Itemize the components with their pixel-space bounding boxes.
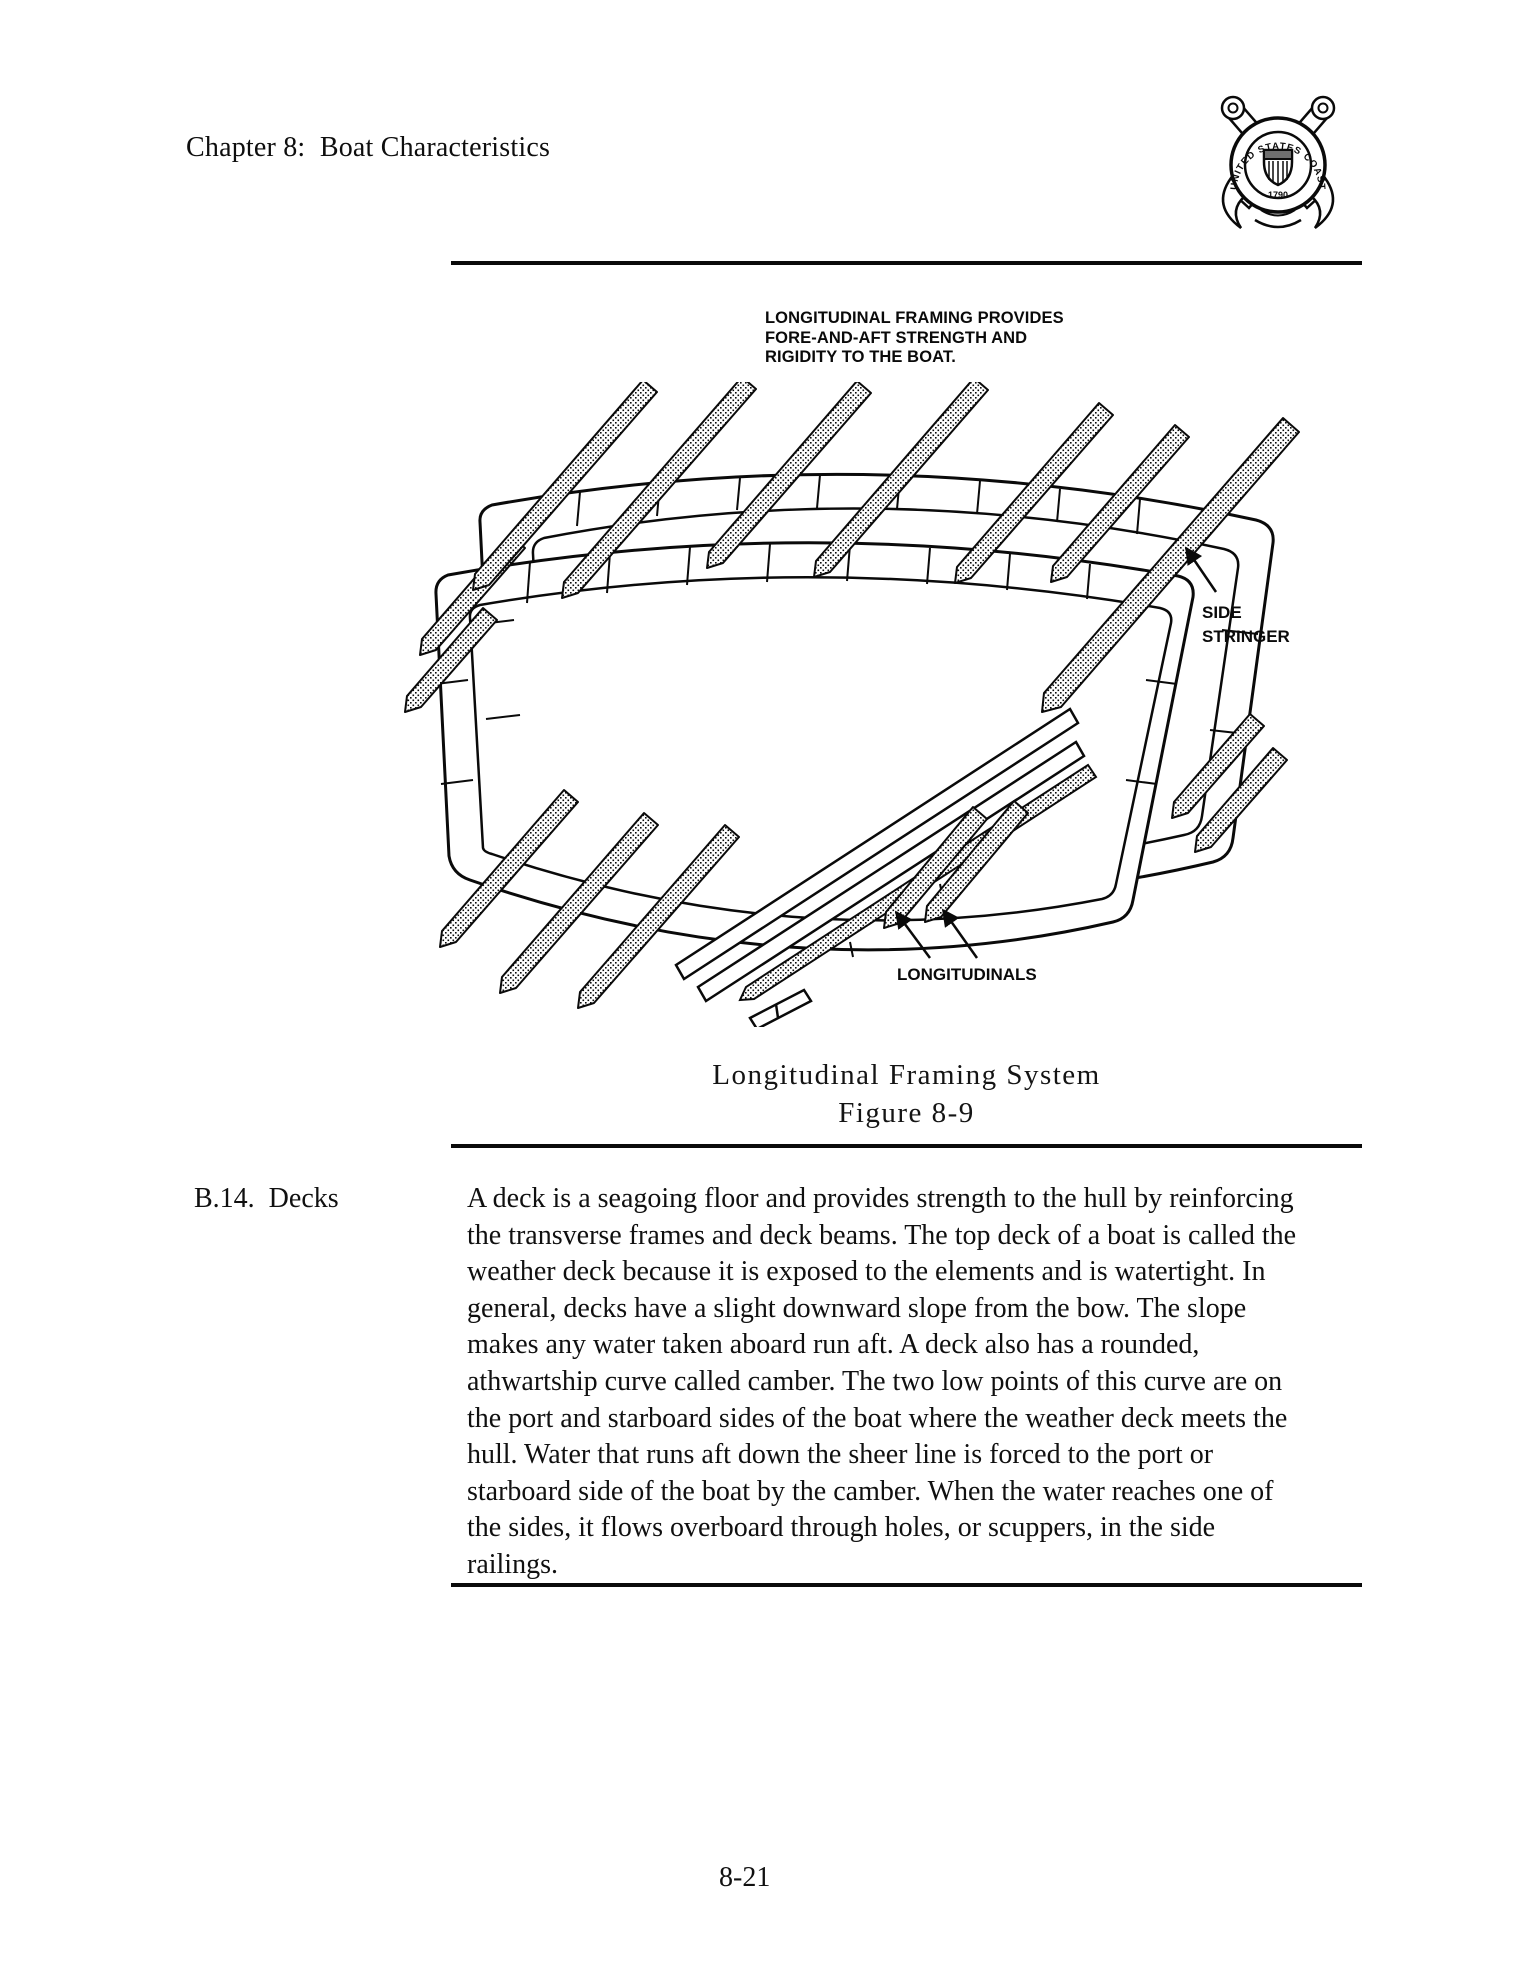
page-number: 8-21: [719, 1862, 771, 1893]
body-line: A deck is a seagoing floor and provides …: [467, 1183, 1294, 1214]
seal-year: 1790: [1268, 190, 1288, 200]
uscg-seal-logo: UNITED STATES COAST GUARD 1790: [1203, 80, 1336, 230]
body-line: athwartship curve called camber. The two…: [467, 1365, 1283, 1397]
figure-annotation: LONGITUDINAL FRAMING PROVIDES FORE-AND-A…: [765, 309, 1064, 368]
body-line: weather deck because it is exposed to th…: [467, 1256, 1266, 1288]
body-line: makes any water taken aboard run aft. A …: [467, 1329, 1200, 1361]
section-label: B.14. Decks: [194, 1183, 339, 1214]
figure-annotation-line: FORE-AND-AFT STRENGTH AND: [765, 328, 1028, 347]
longitudinal-stringers: [404, 382, 1300, 1009]
chapter-header: Chapter 8: Boat Characteristics: [186, 132, 551, 163]
figure-annotation-line: LONGITUDINAL FRAMING PROVIDES: [765, 309, 1064, 327]
body-line: starboard side of the boat by the camber…: [467, 1475, 1274, 1507]
figure-caption-number: Figure 8-9: [838, 1097, 975, 1129]
figure-caption-title: Longitudinal Framing System: [712, 1059, 1101, 1091]
bottom-longitudinals: [883, 800, 1029, 929]
horizontal-rule-top: [451, 261, 1362, 265]
side-stringer-arrow: [1184, 546, 1218, 593]
section-body: A deck is a seagoing floor and provides …: [467, 1181, 1367, 1584]
longitudinals-arrow: [894, 910, 932, 959]
figure-annotation-line: RIGIDITY TO THE BOAT.: [765, 348, 956, 366]
figure-caption: Longitudinal Framing System Figure 8-9: [451, 1056, 1362, 1132]
callout-arrows: [894, 546, 1218, 959]
horizontal-rule-bottom: [451, 1583, 1362, 1587]
side-stringer-label-line2: STRINGER: [1202, 627, 1290, 646]
body-line: general, decks have a slight downward sl…: [467, 1292, 1247, 1324]
side-stringer-label-line1: SIDE: [1202, 603, 1242, 622]
horizontal-rule-middle: [451, 1144, 1362, 1148]
body-line: the port and starboard sides of the boat…: [467, 1402, 1288, 1434]
longitudinal-framing-diagram: SIDE STRINGER LONGITUDINALS: [404, 382, 1300, 1027]
side-stringer: [1041, 417, 1300, 713]
body-line: railings.: [467, 1548, 558, 1580]
longitudinals-label: LONGITUDINALS: [897, 965, 1037, 984]
body-line: hull. Water that runs aft down the sheer…: [467, 1439, 1214, 1471]
body-line: the sides, it flows overboard through ho…: [467, 1512, 1216, 1544]
longitudinals-arrow: [941, 908, 979, 959]
body-line: the transverse frames and deck beams. Th…: [467, 1219, 1297, 1251]
